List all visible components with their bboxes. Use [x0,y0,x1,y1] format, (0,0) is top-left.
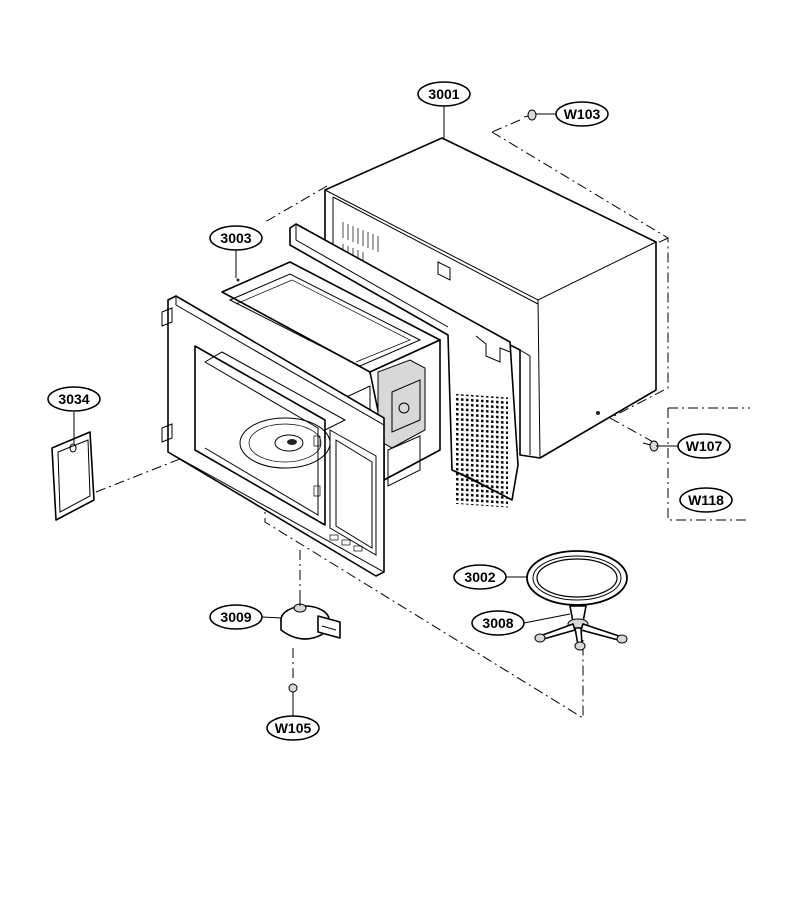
svg-text:3003: 3003 [220,230,251,246]
svg-text:W107: W107 [686,438,723,454]
screw-w107 [642,440,659,452]
callout-w107: W107 [677,433,731,459]
cover-3034 [51,431,95,521]
back-panel [289,223,519,508]
svg-text:3001: 3001 [428,86,459,102]
roller-guide-3008 [534,605,628,651]
svg-text:3034: 3034 [58,391,89,407]
callout-w103: W103 [555,101,609,127]
callout-3002: 3002 [453,564,507,590]
callout-w118: W118 [679,487,733,513]
motor-3009 [280,600,341,640]
svg-text:W118: W118 [688,492,724,508]
svg-text:3002: 3002 [464,569,495,585]
svg-text:3008: 3008 [482,615,513,631]
svg-text:W103: W103 [564,106,601,122]
svg-text:W105: W105 [275,720,312,736]
callout-3001: 3001 [417,81,471,107]
outer-cabinet-3001 [324,137,657,459]
callout-w105: W105 [266,715,320,741]
screw-w105 [288,683,298,708]
leader-lines [73,106,680,716]
oven-cavity-3003 [161,261,441,577]
callout-3009: 3009 [209,604,263,630]
glass-tray-3002 [526,550,628,606]
callout-3008: 3008 [471,610,525,636]
callout-3003: 3003 [209,225,263,251]
svg-text:3009: 3009 [220,609,251,625]
callout-3034: 3034 [47,386,101,412]
screw-w103 [523,109,560,121]
